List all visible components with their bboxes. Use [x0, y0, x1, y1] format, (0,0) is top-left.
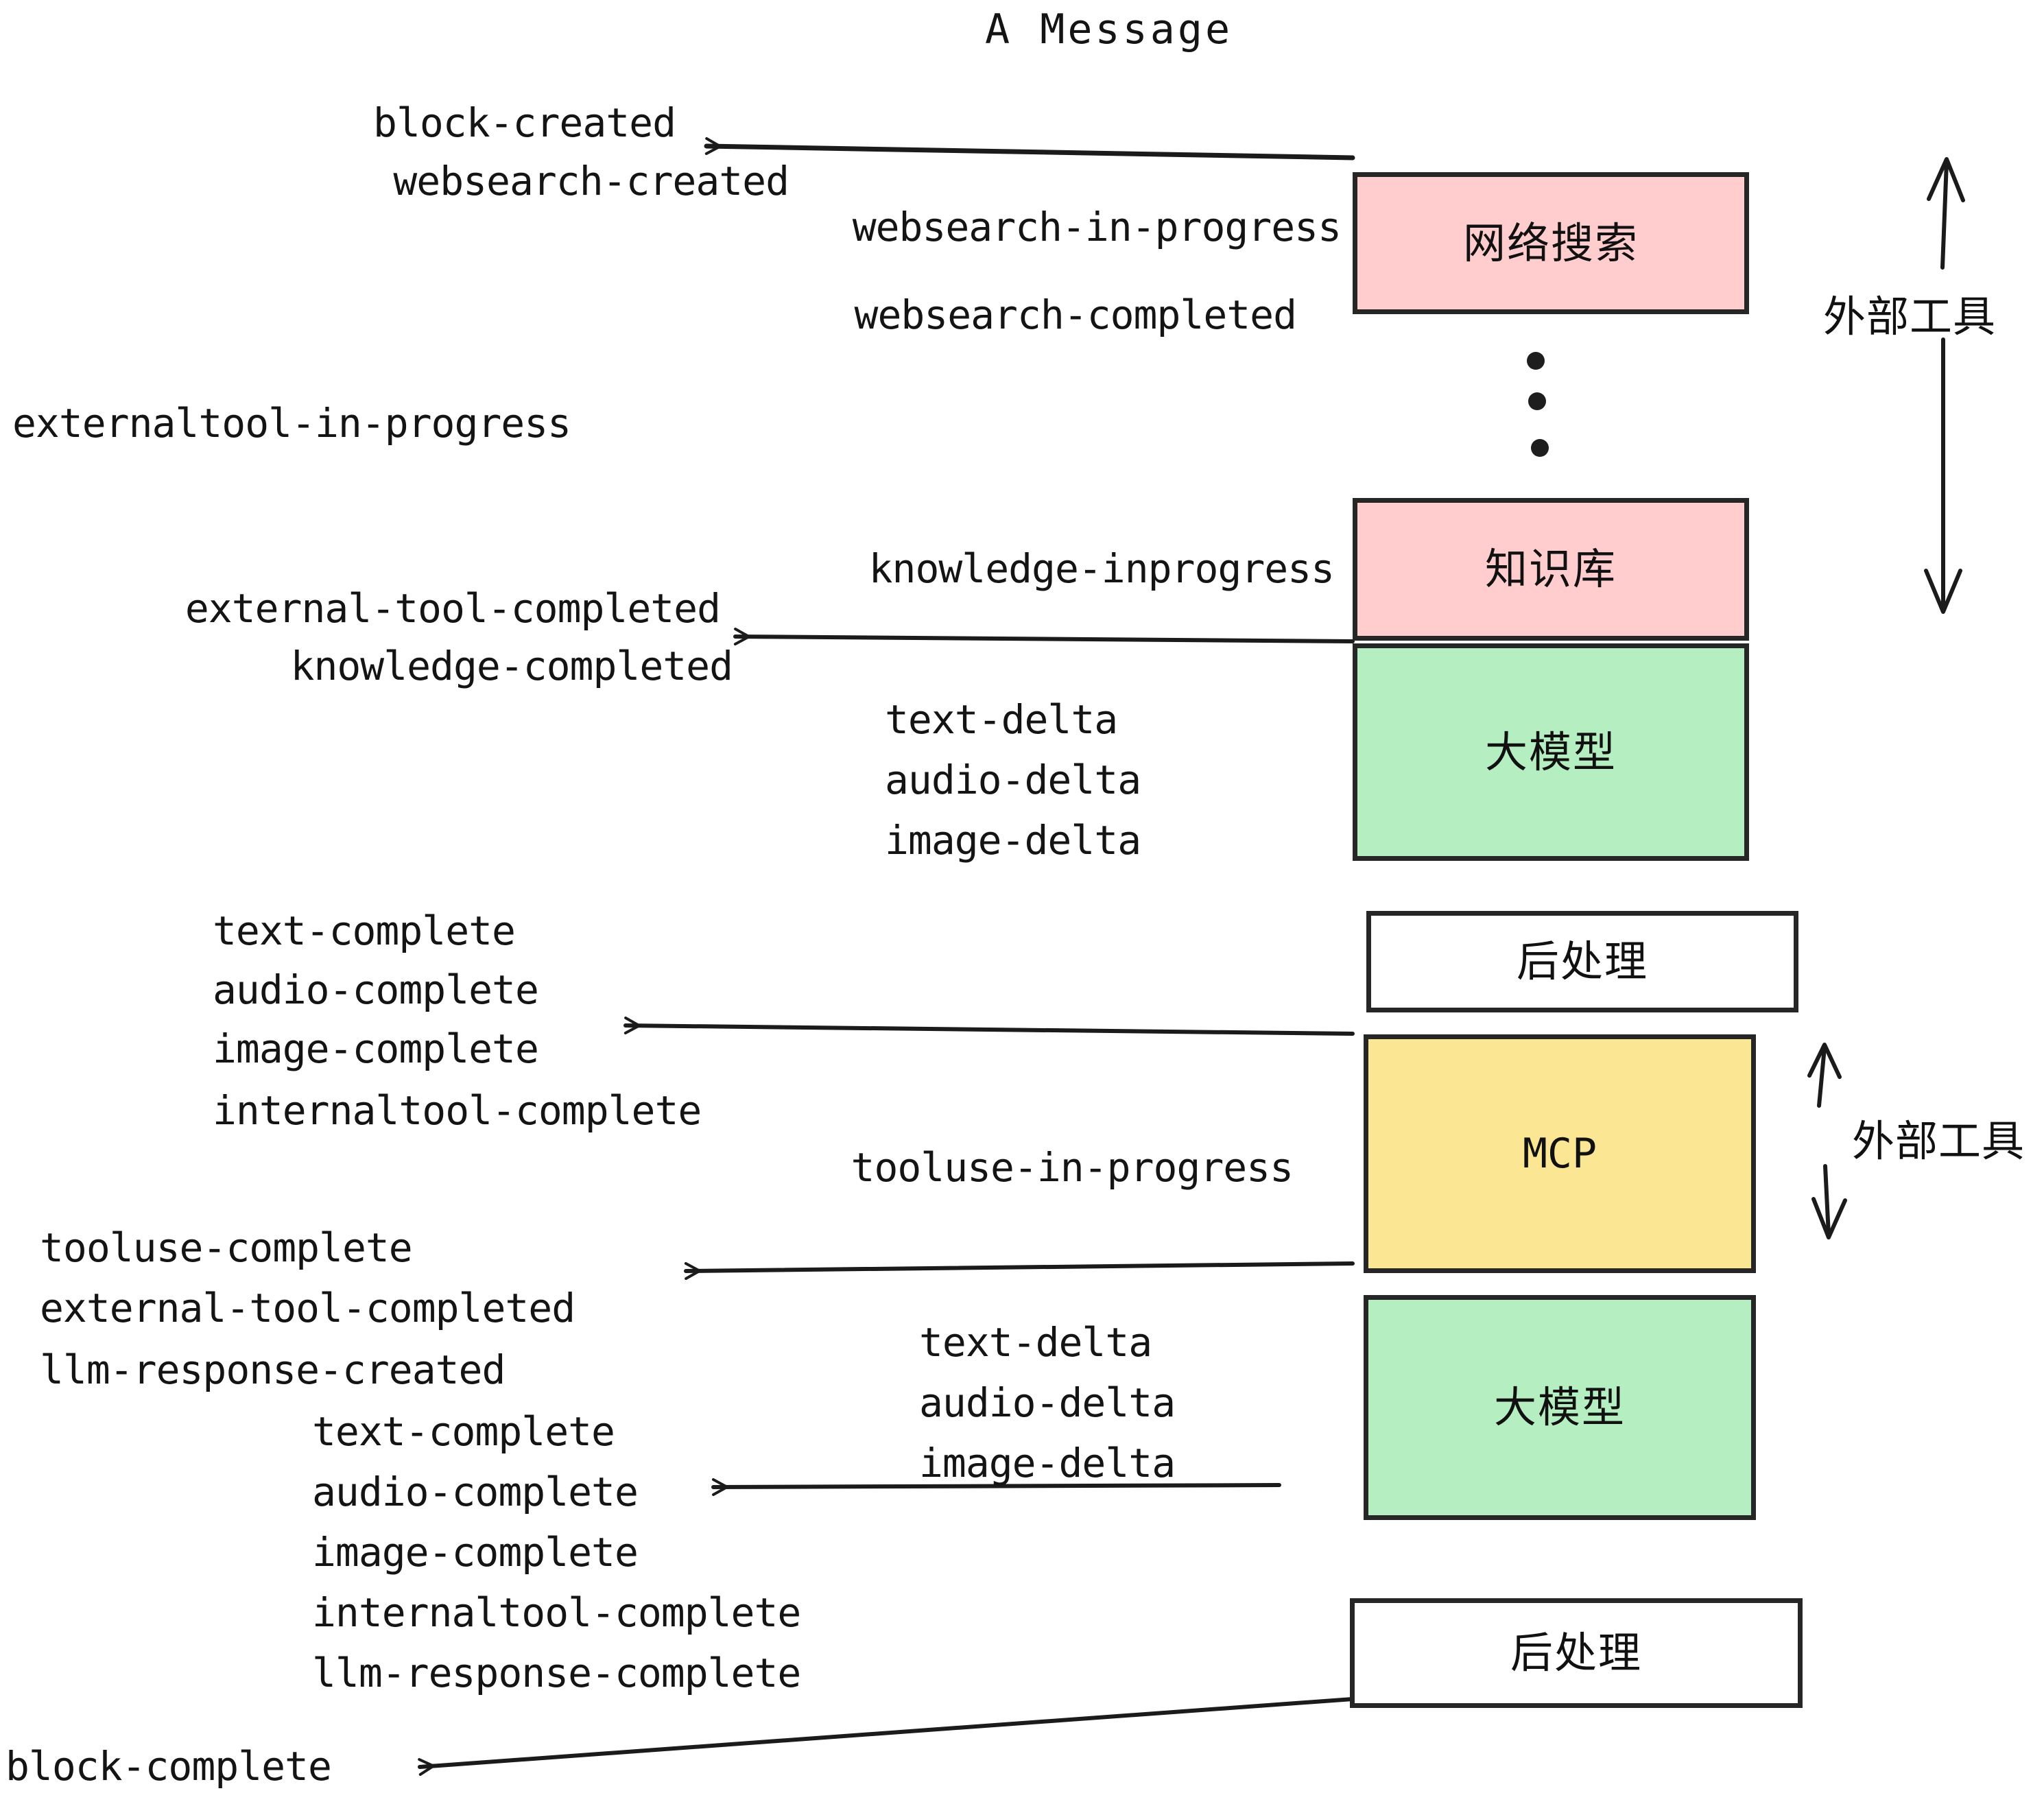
ellipsis-dot-1 — [1527, 352, 1545, 370]
node-websearch-label: 网络搜索 — [1462, 217, 1639, 268]
node-websearch[interactable]: 网络搜索 — [1353, 172, 1749, 314]
node-postprocess-bottom[interactable]: 后处理 — [1350, 1598, 1803, 1708]
event-audio-complete-2: audio-complete — [312, 1469, 639, 1515]
event-external-tool-completed-1: external-tool-completed — [185, 585, 721, 632]
event-knowledge-inprogress: knowledge-inprogress — [868, 545, 1335, 592]
event-text-delta-1: text-delta — [885, 696, 1118, 743]
event-websearch-completed: websearch-completed — [854, 292, 1297, 338]
event-internaltool-complete-1: internaltool-complete — [213, 1087, 702, 1134]
event-websearch-created: websearch-created — [393, 158, 789, 204]
node-postprocess-bottom-label: 后处理 — [1510, 1628, 1642, 1678]
event-externaltool-in-progress: externaltool-in-progress — [12, 400, 571, 447]
event-internaltool-complete-2: internaltool-complete — [312, 1589, 801, 1636]
event-image-delta-2: image-delta — [919, 1440, 1176, 1486]
external-tools-label-top: 外部工具 — [1823, 292, 1997, 342]
node-postprocess-top[interactable]: 后处理 — [1366, 911, 1798, 1012]
arrow-postprocess-out — [623, 1017, 1355, 1036]
event-text-complete-1: text-complete — [213, 907, 516, 954]
ellipsis-dot-2 — [1528, 392, 1546, 410]
event-block-created: block-created — [373, 99, 676, 146]
event-text-complete-2: text-complete — [312, 1408, 615, 1455]
external-tools-bracket-bottom — [1807, 1043, 1847, 1239]
node-llm-top-label: 大模型 — [1484, 726, 1617, 777]
event-audio-delta-2: audio-delta — [919, 1379, 1176, 1426]
event-image-complete-2: image-complete — [312, 1529, 639, 1576]
event-image-complete-1: image-complete — [213, 1025, 539, 1072]
node-llm-top[interactable]: 大模型 — [1353, 643, 1749, 861]
event-text-delta-2: text-delta — [919, 1319, 1152, 1366]
event-audio-delta-1: audio-delta — [885, 757, 1141, 803]
node-knowledge[interactable]: 知识库 — [1353, 498, 1749, 641]
event-tooluse-in-progress: tooluse-in-progress — [851, 1144, 1294, 1191]
event-websearch-in-progress: websearch-in-progress — [852, 204, 1342, 250]
node-mcp-label: MCP — [1522, 1130, 1597, 1178]
external-tools-label-bottom: 外部工具 — [1852, 1116, 2025, 1166]
event-knowledge-completed: knowledge-completed — [290, 643, 733, 689]
node-mcp[interactable]: MCP — [1364, 1034, 1756, 1273]
arrow-mcp-out — [684, 1261, 1355, 1280]
event-tooluse-complete: tooluse-complete — [40, 1224, 413, 1271]
arrow-websearch-out — [704, 137, 1355, 161]
arrow-postprocess2-out — [418, 1697, 1355, 1776]
event-external-tool-completed-2: external-tool-completed — [40, 1285, 575, 1331]
event-audio-complete-1: audio-complete — [213, 966, 539, 1013]
event-block-complete: block-complete — [5, 1743, 332, 1790]
node-knowledge-label: 知识库 — [1484, 544, 1617, 594]
event-image-delta-1: image-delta — [885, 817, 1141, 864]
node-postprocess-top-label: 后处理 — [1516, 936, 1648, 986]
ellipsis-dot-3 — [1531, 439, 1549, 457]
node-llm-bottom-label: 大模型 — [1493, 1382, 1626, 1432]
arrow-knowledge-out — [733, 628, 1355, 645]
event-llm-response-complete: llm-response-complete — [312, 1650, 801, 1696]
page-title: A Message — [985, 5, 1233, 54]
external-tools-bracket-top — [1924, 157, 1965, 614]
event-llm-response-created: llm-response-created — [40, 1346, 506, 1393]
node-llm-bottom[interactable]: 大模型 — [1364, 1295, 1756, 1520]
